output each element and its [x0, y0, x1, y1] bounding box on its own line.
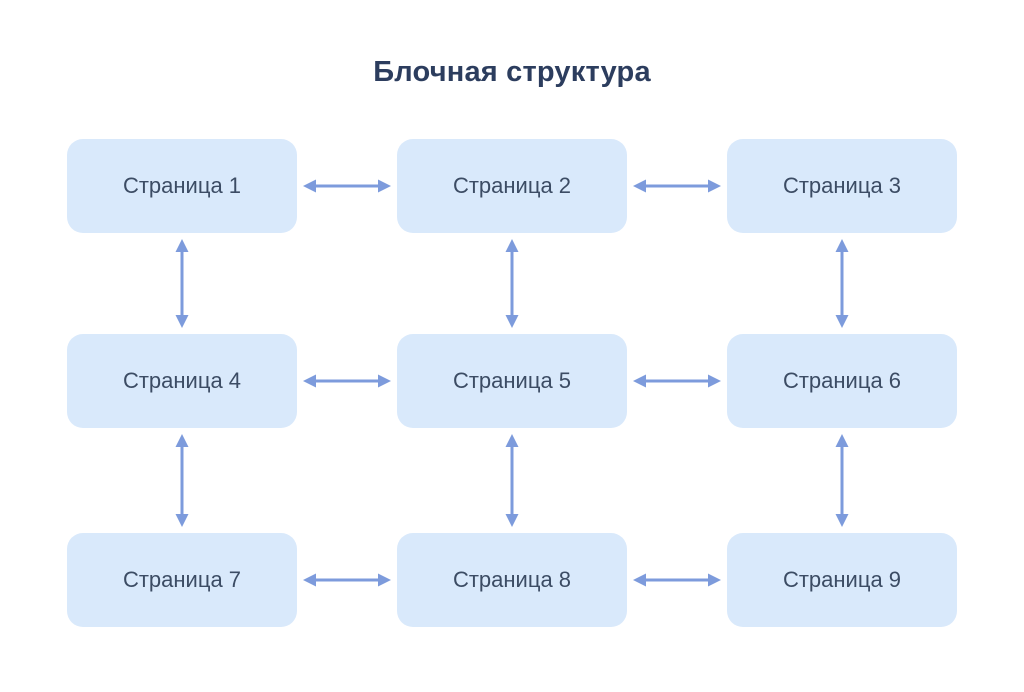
arrow-node5-node6: [633, 374, 721, 388]
arrow-node3-node6: [835, 239, 849, 328]
arrow-node7-node8: [303, 573, 391, 587]
diagram-title: Блочная структура: [373, 56, 651, 88]
node-page-5: Страница 5: [397, 334, 627, 428]
arrow-node1-node4: [175, 239, 189, 328]
arrow-node4-node7: [175, 434, 189, 527]
arrow-node2-node3: [633, 179, 721, 193]
node-page-1: Страница 1: [67, 139, 297, 233]
node-page-3: Страница 3: [727, 139, 957, 233]
node-page-4: Страница 4: [67, 334, 297, 428]
node-page-6: Страница 6: [727, 334, 957, 428]
node-page-2: Страница 2: [397, 139, 627, 233]
node-page-8: Страница 8: [397, 533, 627, 627]
node-page-7: Страница 7: [67, 533, 297, 627]
arrow-node4-node5: [303, 374, 391, 388]
arrow-node1-node2: [303, 179, 391, 193]
arrow-node5-node8: [505, 434, 519, 527]
node-page-9: Страница 9: [727, 533, 957, 627]
arrow-node6-node9: [835, 434, 849, 527]
arrow-node8-node9: [633, 573, 721, 587]
arrow-node2-node5: [505, 239, 519, 328]
